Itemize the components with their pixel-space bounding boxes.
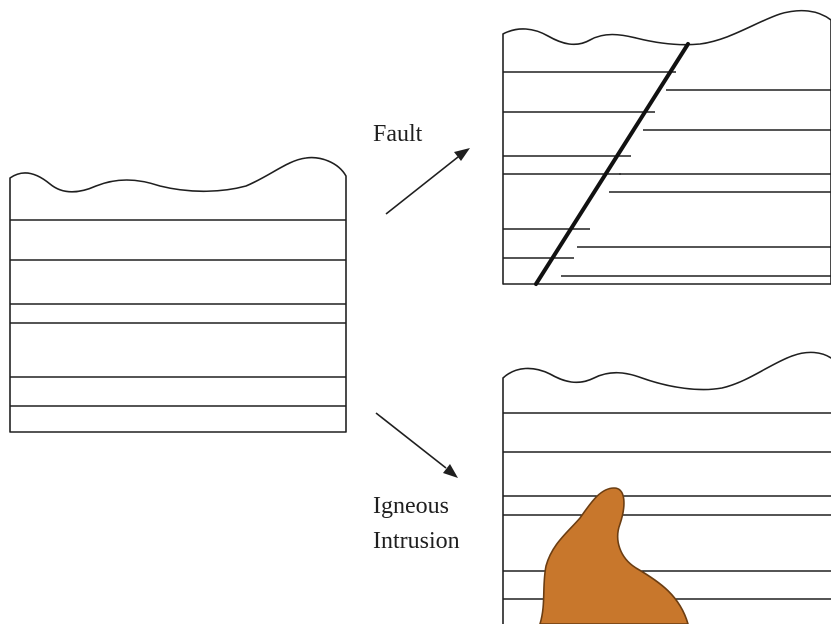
igneous-label-line1: Igneous — [373, 493, 449, 519]
original-block-outline — [9, 156, 347, 433]
original-rock-block — [9, 156, 347, 433]
intrusion-block-outline — [502, 351, 831, 624]
igneous-intrusion-body — [539, 487, 689, 624]
arrow-to-fault — [385, 148, 470, 215]
faulted-rock-block — [502, 9, 831, 286]
intrusion-rock-block — [502, 351, 831, 624]
arrow-to-intrusion — [375, 412, 458, 478]
igneous-label-line2: Intrusion — [373, 528, 460, 554]
fault-label: Fault — [373, 121, 423, 147]
faulted-block-outline — [502, 9, 831, 285]
fault-plane — [534, 42, 690, 286]
